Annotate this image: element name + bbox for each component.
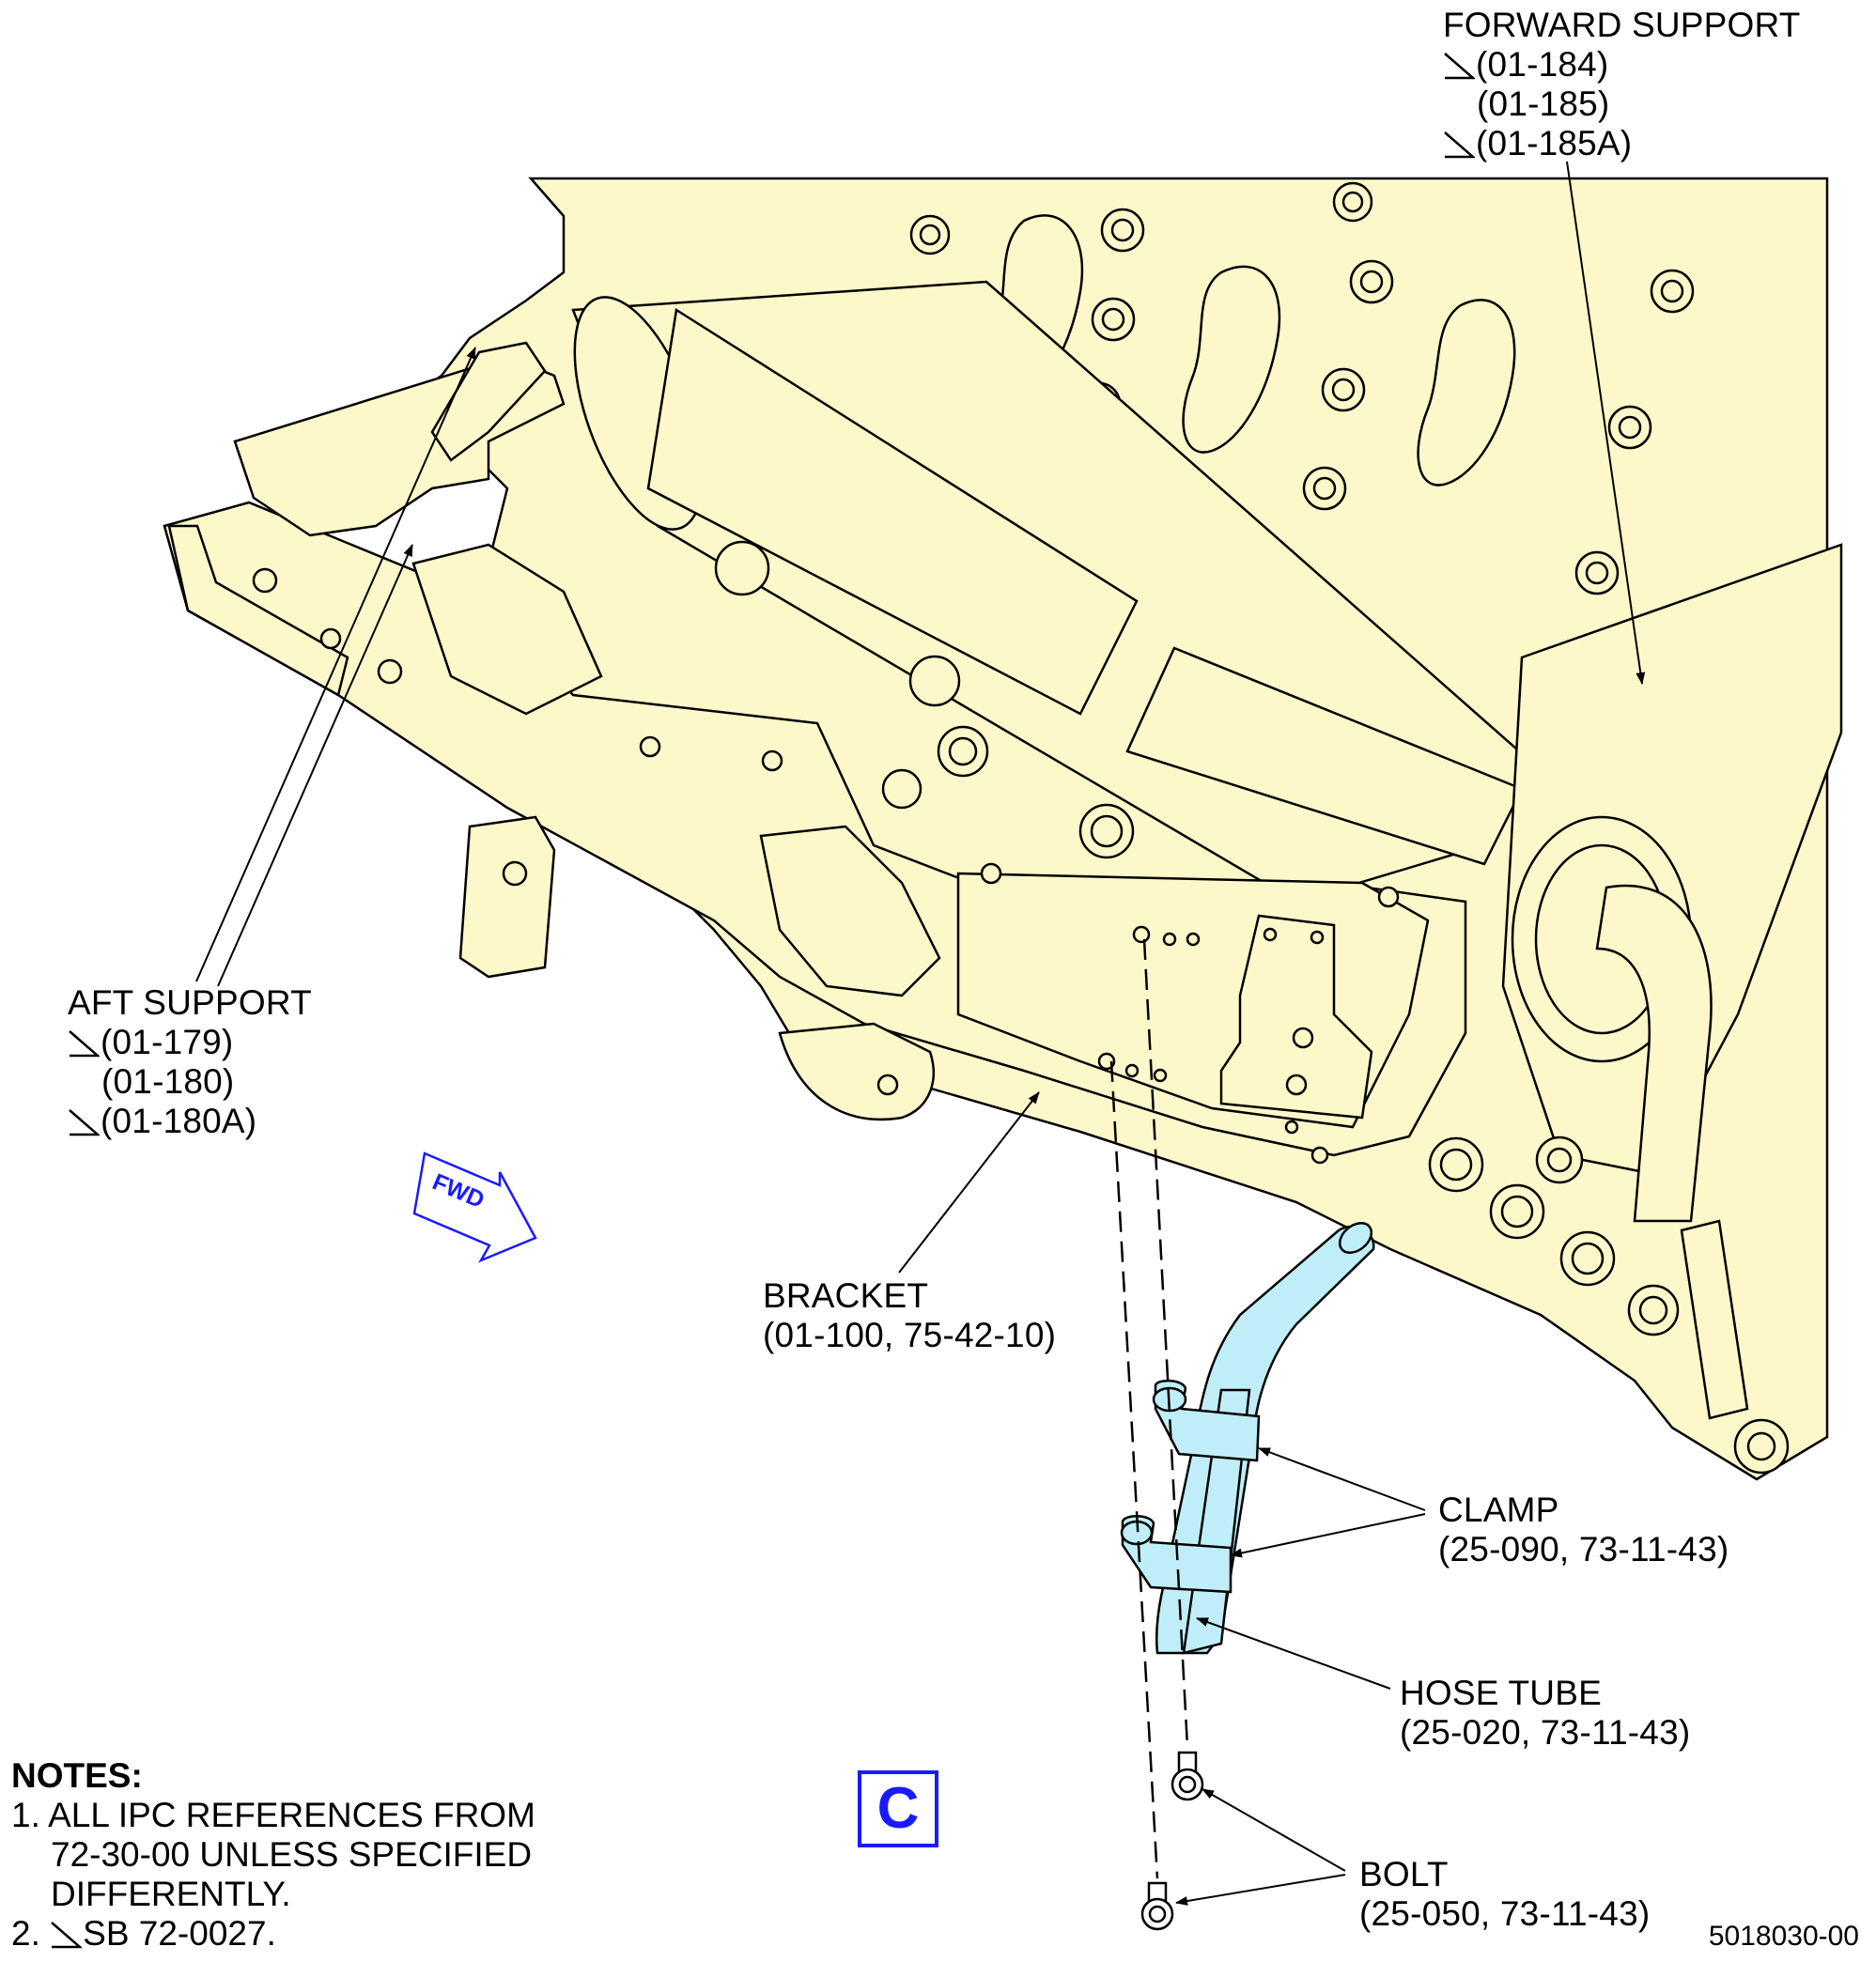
view-label-box: C — [858, 1770, 938, 1847]
forward-support-ref-1: (01-184) — [1476, 45, 1609, 84]
figure-number: 5018030-00 — [1708, 1921, 1859, 1952]
leader-bracket — [898, 1091, 1040, 1274]
bolt-upper — [1171, 1751, 1204, 1801]
leader-aft-support-1 — [195, 347, 476, 982]
forward-support-ref-3: (01-185A) — [1476, 124, 1633, 162]
note-2-text: SB 72-0027. — [83, 1914, 276, 1953]
sb-triangle-icon — [69, 1030, 100, 1058]
leader-hose-tube — [1196, 1617, 1391, 1690]
forward-support-title: FORWARD SUPPORT — [1443, 6, 1801, 44]
hose-tube-ref: (25-020, 73-11-43) — [1400, 1713, 1691, 1752]
leader-bolt-1 — [1202, 1788, 1346, 1872]
label-bolt: BOLT (25-050, 73-11-43) — [1359, 1855, 1650, 1934]
bracket-ref: (01-100, 75-42-10) — [763, 1316, 1057, 1354]
aft-support-ref-3: (01-180A) — [101, 1102, 257, 1140]
label-hose-tube: HOSE TUBE (25-020, 73-11-43) — [1400, 1674, 1690, 1753]
label-clamp: CLAMP (25-090, 73-11-43) — [1438, 1491, 1729, 1569]
bolt-title: BOLT — [1359, 1855, 1449, 1893]
note-2-number: 2. — [11, 1914, 40, 1953]
bracket-title: BRACKET — [763, 1276, 929, 1315]
clamp-title: CLAMP — [1438, 1491, 1559, 1529]
note-2: 2. SB 72-0027. — [11, 1914, 535, 1954]
engine-assembly — [163, 177, 1843, 1481]
sb-triangle-icon — [1444, 131, 1475, 159]
leader-clamp-2 — [1230, 1513, 1426, 1558]
label-aft-support: AFT SUPPORT (01-179) (01-180) (01-180A) — [68, 983, 312, 1141]
notes-heading: NOTES: — [11, 1756, 143, 1795]
aft-support-title: AFT SUPPORT — [68, 983, 312, 1022]
sb-triangle-icon — [1444, 53, 1475, 80]
aft-support-ref-2: (01-180) — [101, 1062, 235, 1101]
note-1-line-2: 72-30-00 UNLESS SPECIFIED — [51, 1835, 533, 1874]
note-1-number: 1. — [11, 1796, 40, 1834]
label-forward-support: FORWARD SUPPORT (01-184) (01-185) (01-18… — [1443, 6, 1801, 163]
bolt-ref: (25-050, 73-11-43) — [1359, 1894, 1651, 1933]
sb-triangle-icon — [51, 1922, 83, 1949]
clamp-ref: (25-090, 73-11-43) — [1438, 1530, 1729, 1568]
sb-triangle-icon — [69, 1109, 100, 1136]
forward-support-ref-2: (01-185) — [1477, 85, 1610, 123]
bolt-lower — [1140, 1881, 1174, 1931]
notes-block: NOTES: 1. ALL IPC REFERENCES FROM 72-30-… — [11, 1756, 535, 1954]
note-1-line-1: ALL IPC REFERENCES FROM — [48, 1796, 535, 1834]
aft-support-ref-1: (01-179) — [101, 1023, 234, 1061]
fwd-direction-arrow: FWD — [412, 1151, 537, 1263]
hose-tube-assembly — [1120, 1221, 1375, 1931]
leader-clamp-1 — [1258, 1447, 1426, 1511]
label-bracket: BRACKET (01-100, 75-42-10) — [763, 1276, 1056, 1355]
leader-forward-support — [1566, 161, 1646, 685]
leader-bolt-2 — [1175, 1874, 1346, 1906]
hose-tube-title: HOSE TUBE — [1400, 1674, 1602, 1712]
note-1-line-3: DIFFERENTLY. — [51, 1875, 291, 1913]
leader-aft-support-2 — [217, 544, 413, 987]
note-1: 1. ALL IPC REFERENCES FROM — [11, 1796, 535, 1835]
